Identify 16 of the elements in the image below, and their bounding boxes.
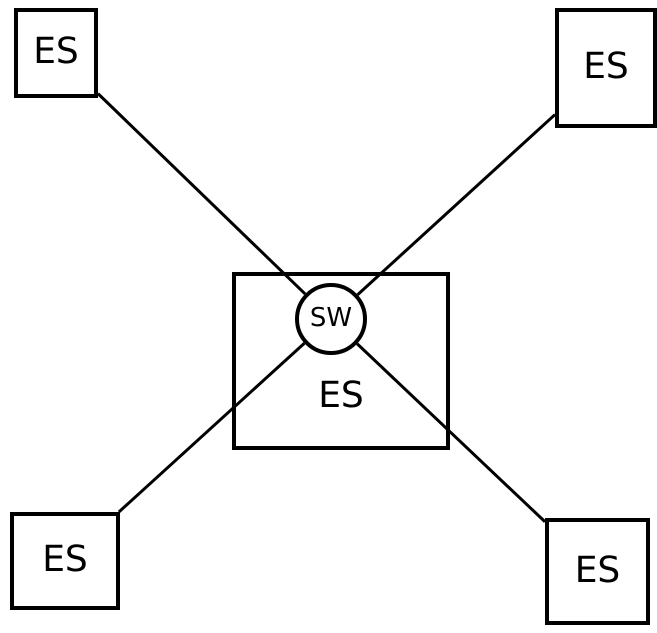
node-label: ES xyxy=(32,31,80,72)
node-label: ES xyxy=(582,46,630,88)
connector-line xyxy=(96,92,306,296)
switch-circle xyxy=(295,283,367,355)
connector-line xyxy=(356,113,556,296)
node-label: SW xyxy=(308,303,354,334)
connector-line xyxy=(356,342,546,523)
connector-line xyxy=(118,342,306,514)
station-box xyxy=(555,8,657,128)
station-box xyxy=(14,8,98,98)
station-box xyxy=(232,272,450,450)
node-label: ES xyxy=(574,550,622,591)
station-box xyxy=(545,518,650,625)
node-label: ES xyxy=(41,539,89,580)
node-label: ES xyxy=(317,375,365,416)
station-box xyxy=(10,512,120,610)
